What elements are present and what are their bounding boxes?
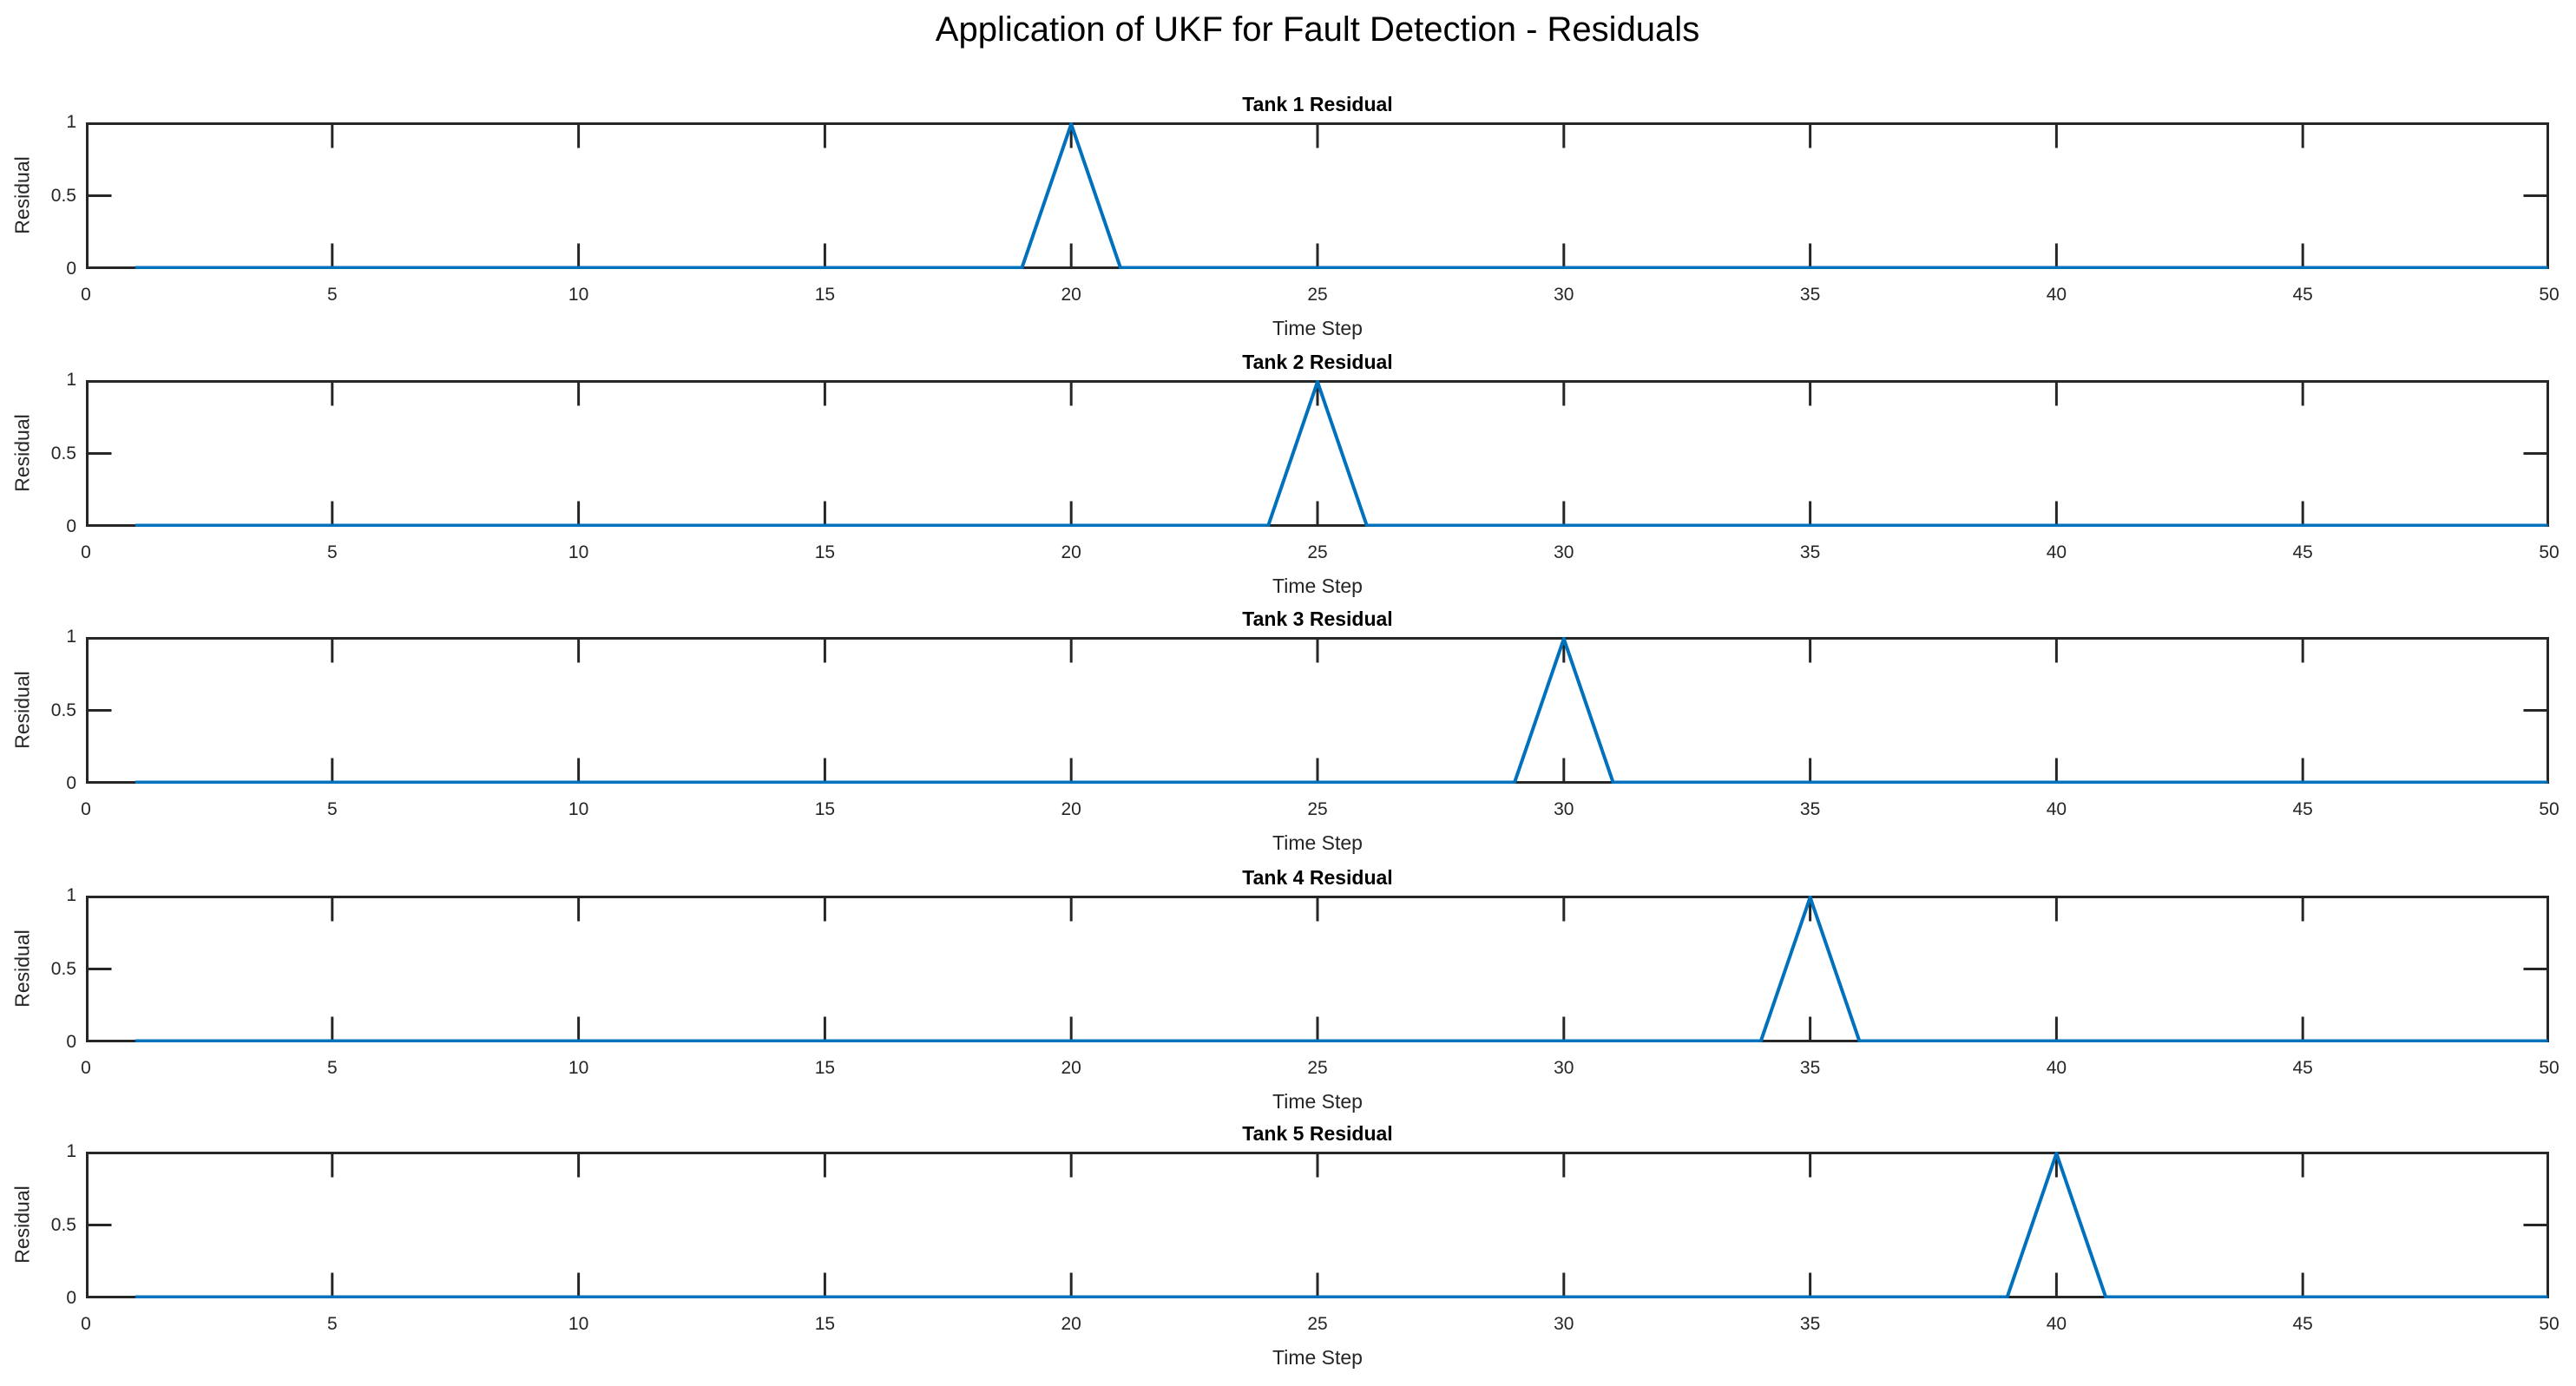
x-tick-label: 5: [326, 542, 338, 562]
x-tick-label: 35: [1799, 1314, 1821, 1334]
figure-title: Application of UKF for Fault Detection -…: [935, 10, 1700, 49]
x-tick-label: 5: [326, 799, 338, 819]
x-tick-label: 45: [2292, 1314, 2313, 1334]
x-tick-label: 45: [2292, 542, 2313, 562]
residual-line: [135, 1152, 2548, 1298]
x-tick-label: 30: [1554, 1058, 1574, 1078]
x-tick-label: 30: [1554, 799, 1574, 819]
residual-line: [135, 637, 2548, 784]
x-tick-label: 15: [814, 1314, 836, 1334]
x-tick-label: 10: [568, 285, 589, 305]
x-tick-label: 20: [1061, 1314, 1081, 1334]
x-tick-label: 15: [814, 542, 836, 562]
plot-area: [86, 122, 2549, 269]
x-tick-label: 0: [81, 1314, 91, 1334]
x-tick-label: 0: [81, 1058, 91, 1078]
x-tick-label: 45: [2292, 799, 2313, 819]
y-tick-label: 1: [66, 1141, 76, 1161]
x-tick-label: 40: [2046, 799, 2067, 819]
x-tick-label: 25: [1307, 1058, 1328, 1078]
y-tick-label: 0: [66, 259, 76, 279]
x-tick-label: 45: [2292, 1058, 2313, 1078]
subplot-title: Tank 4 Residual: [1242, 866, 1393, 889]
x-tick-label: 10: [568, 1314, 589, 1334]
x-tick-label: 15: [814, 799, 836, 819]
x-tick-label: 50: [2539, 799, 2560, 819]
x-tick-label: 5: [326, 285, 338, 305]
subplot-title: Tank 1 Residual: [1242, 93, 1393, 115]
x-tick-label: 15: [814, 285, 836, 305]
x-axis-label: Time Step: [1272, 1346, 1363, 1369]
x-tick-label: 50: [2539, 542, 2560, 562]
x-tick-label: 15: [814, 1058, 836, 1078]
x-tick-label: 40: [2046, 542, 2067, 562]
y-tick-label: 0.5: [50, 700, 76, 720]
x-tick-label: 30: [1554, 285, 1574, 305]
y-tick-label: 0.5: [50, 1214, 76, 1235]
x-axis-label: Time Step: [1272, 831, 1363, 854]
plot-area: [86, 380, 2549, 527]
subplot-title: Tank 3 Residual: [1242, 608, 1393, 630]
x-tick-label: 20: [1061, 285, 1081, 305]
y-tick-label: 0: [66, 1032, 76, 1052]
x-tick-label: 25: [1307, 542, 1328, 562]
x-tick-label: 0: [81, 542, 91, 562]
plot-area: [86, 1152, 2549, 1298]
x-tick-label: 5: [326, 1058, 338, 1078]
x-tick-label: 50: [2539, 285, 2560, 305]
y-tick-label: 0: [66, 773, 76, 793]
y-tick-label: 1: [66, 112, 76, 132]
x-tick-label: 20: [1061, 542, 1081, 562]
x-tick-label: 30: [1554, 542, 1574, 562]
x-tick-label: 10: [568, 799, 589, 819]
residual-line: [135, 896, 2548, 1042]
x-tick-label: 40: [2046, 285, 2067, 305]
x-tick-label: 25: [1307, 799, 1328, 819]
plot-area: [86, 637, 2549, 784]
x-tick-label: 50: [2539, 1314, 2560, 1334]
x-tick-label: 40: [2046, 1058, 2067, 1078]
residual-line: [135, 122, 2548, 269]
x-tick-label: 0: [81, 799, 91, 819]
x-tick-label: 10: [568, 1058, 589, 1078]
x-tick-label: 25: [1307, 285, 1328, 305]
y-tick-label: 1: [66, 370, 76, 390]
y-tick-label: 0: [66, 516, 76, 536]
x-tick-label: 35: [1799, 799, 1821, 819]
x-tick-label: 35: [1799, 285, 1821, 305]
x-axis-label: Time Step: [1272, 575, 1363, 597]
y-tick-label: 1: [66, 627, 76, 647]
x-tick-label: 20: [1061, 1058, 1081, 1078]
residual-line: [135, 380, 2548, 527]
x-tick-label: 35: [1799, 542, 1821, 562]
y-tick-label: 1: [66, 885, 76, 905]
x-tick-label: 40: [2046, 1314, 2067, 1334]
x-tick-label: 45: [2292, 285, 2313, 305]
x-tick-label: 10: [568, 542, 589, 562]
x-tick-label: 30: [1554, 1314, 1574, 1334]
x-tick-label: 50: [2539, 1058, 2560, 1078]
x-tick-label: 0: [81, 285, 91, 305]
subplot-title: Tank 2 Residual: [1242, 351, 1393, 373]
subplot-title: Tank 5 Residual: [1242, 1122, 1393, 1145]
x-tick-label: 35: [1799, 1058, 1821, 1078]
plot-area: [86, 896, 2549, 1042]
y-tick-label: 0: [66, 1288, 76, 1308]
y-tick-label: 0.5: [50, 443, 76, 463]
x-tick-label: 5: [326, 1314, 338, 1334]
x-tick-label: 20: [1061, 799, 1081, 819]
y-tick-label: 0.5: [50, 958, 76, 979]
x-axis-label: Time Step: [1272, 1090, 1363, 1113]
x-tick-label: 25: [1307, 1314, 1328, 1334]
x-axis-label: Time Step: [1272, 317, 1363, 339]
y-tick-label: 0.5: [50, 185, 76, 206]
